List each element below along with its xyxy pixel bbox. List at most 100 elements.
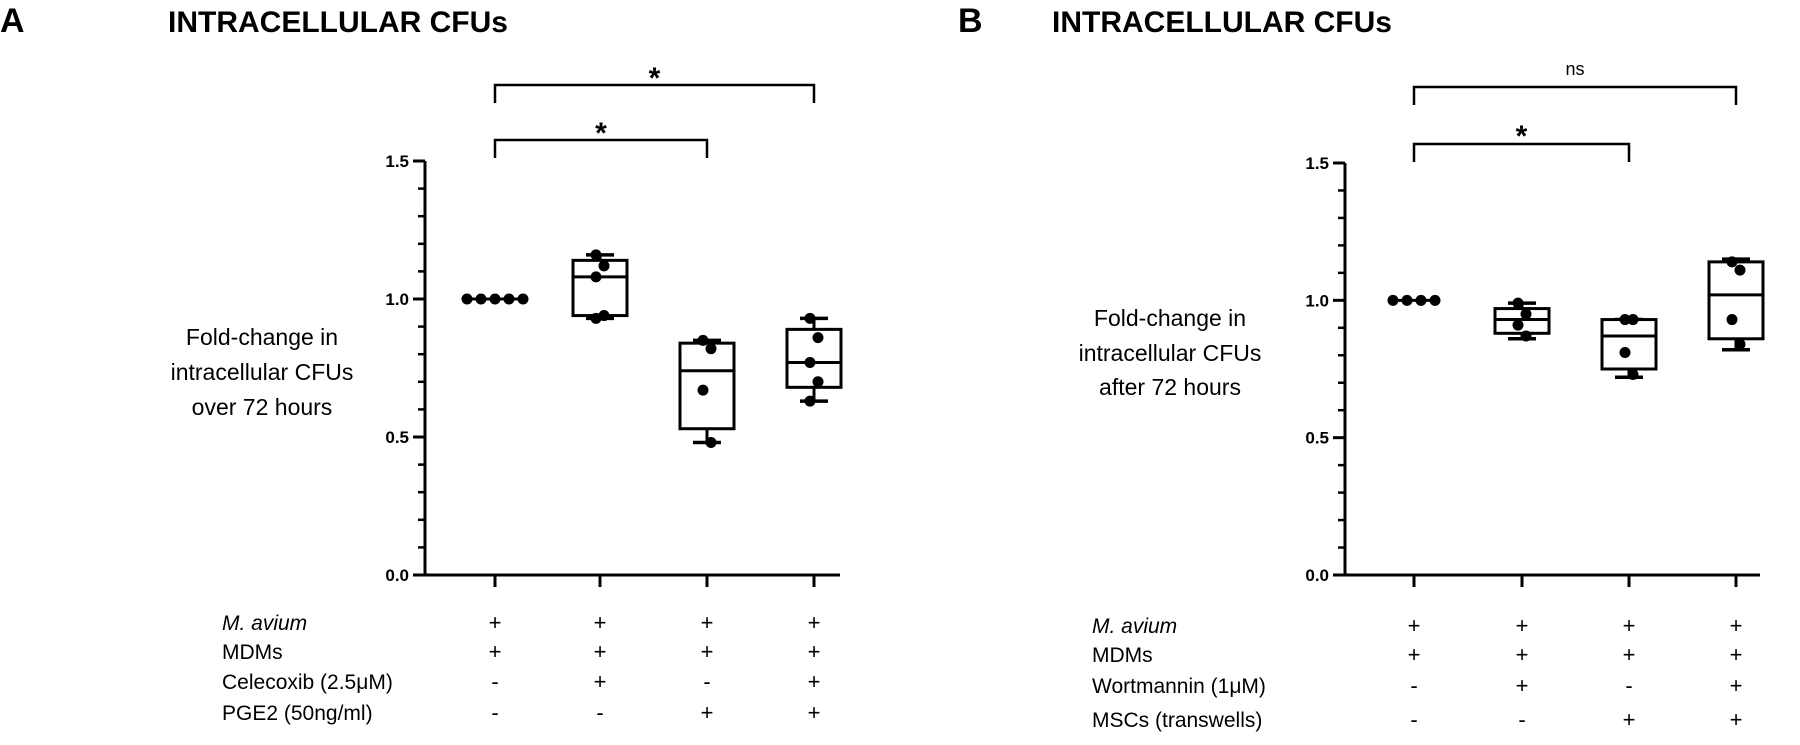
y-tick-label: 0.0 (385, 566, 409, 585)
condition-mark: + (701, 639, 714, 664)
condition-mark: + (489, 610, 502, 635)
data-point (590, 312, 602, 324)
panel-title: INTRACELLULAR CFUs (1052, 6, 1392, 39)
condition-mark: + (1408, 613, 1421, 638)
condition-mark: + (701, 610, 714, 635)
panel-a: A INTRACELLULAR CFUs 0.0 0.5 1.0 1.5Fold-chan… (0, 2, 843, 725)
y-tick-label: 1.0 (385, 290, 409, 309)
y-tick-label: 0.0 (1305, 566, 1329, 585)
data-point (1520, 330, 1532, 342)
condition-mark: - (596, 700, 603, 725)
y-tick-label: 0.5 (1305, 429, 1329, 448)
data-point (1627, 368, 1639, 380)
panel-title: INTRACELLULAR CFUs (168, 6, 508, 39)
data-point (1429, 294, 1441, 306)
data-point (705, 437, 717, 449)
data-point (489, 293, 501, 305)
box-group (785, 312, 843, 407)
significance-bracket: * (493, 62, 816, 103)
significance-bracket: * (1412, 120, 1631, 162)
bracket-line (493, 138, 709, 158)
data-point (812, 332, 824, 344)
data-point (1512, 319, 1524, 331)
data-point (1387, 294, 1399, 306)
condition-mark: + (1516, 673, 1529, 698)
box-group (1387, 294, 1441, 306)
y-tick-label: 0.5 (385, 428, 409, 447)
condition-mark: + (594, 639, 607, 664)
data-point (804, 356, 816, 368)
condition-mark: + (701, 700, 714, 725)
condition-label: Wortmannin (1μM) (1092, 675, 1266, 698)
condition-mark: + (808, 669, 821, 694)
condition-mark: + (1408, 642, 1421, 667)
data-point (804, 395, 816, 407)
significance-bracket: ns (1412, 59, 1738, 105)
condition-mark: + (594, 610, 607, 635)
condition-mark: + (808, 700, 821, 725)
data-point (1512, 297, 1524, 309)
significance-star: * (649, 62, 661, 95)
y-axis-label: intracellular CFUs (1079, 340, 1262, 366)
y-axis-label: after 72 hours (1099, 374, 1241, 400)
y-axis-label: Fold-change in (186, 324, 338, 350)
condition-mark: - (1410, 707, 1417, 732)
box-group (571, 249, 629, 324)
y-tick-label: 1.5 (385, 152, 409, 171)
condition-mark: - (491, 669, 498, 694)
iqr-box (785, 327, 843, 389)
condition-label: PGE2 (50ng/ml) (222, 702, 373, 725)
data-point (1734, 264, 1746, 276)
condition-mark: + (808, 639, 821, 664)
y-axis-label: intracellular CFUs (171, 359, 354, 385)
y-tick-label: 1.0 (1305, 291, 1329, 310)
condition-mark: + (1730, 673, 1743, 698)
data-point (517, 293, 529, 305)
data-point (1520, 308, 1532, 320)
box-group (1493, 297, 1551, 342)
condition-mark: + (1730, 707, 1743, 732)
bracket-line (493, 83, 816, 103)
data-point (1619, 314, 1631, 326)
y-tick-label: 1.5 (1305, 154, 1329, 173)
data-point (697, 334, 709, 346)
box-group (1600, 314, 1658, 380)
condition-mark: + (489, 639, 502, 664)
y-axis-label: Fold-change in (1094, 305, 1246, 331)
panel-letter: B (958, 2, 983, 40)
condition-mark: - (1518, 707, 1525, 732)
condition-mark: + (1516, 613, 1529, 638)
box-group (1707, 256, 1765, 352)
data-point (1734, 338, 1746, 350)
data-point (1726, 314, 1738, 326)
data-point (598, 260, 610, 272)
bracket-line (1412, 85, 1738, 105)
panel-letter: A (0, 2, 25, 40)
condition-mark: + (1623, 642, 1636, 667)
iqr-box (678, 341, 736, 431)
significance-bracket: * (493, 117, 709, 158)
box-group (678, 334, 736, 449)
condition-mark: - (1410, 673, 1417, 698)
data-point (503, 293, 515, 305)
significance-star: * (1516, 120, 1528, 153)
panel-b: B INTRACELLULAR CFUs 0.0 0.5 1.0 1.5Fold-chan… (958, 2, 1765, 732)
condition-label: M. avium (222, 612, 307, 635)
box-group (461, 293, 529, 305)
condition-label: Celecoxib (2.5μM) (222, 671, 393, 694)
condition-label: MSCs (transwells) (1092, 709, 1262, 732)
data-point (705, 343, 717, 355)
data-point (697, 384, 709, 396)
condition-mark: + (1730, 642, 1743, 667)
condition-label: MDMs (222, 641, 283, 664)
condition-mark: + (1623, 613, 1636, 638)
data-point (475, 293, 487, 305)
data-point (1627, 314, 1639, 326)
data-point (1726, 256, 1738, 268)
condition-mark: + (1730, 613, 1743, 638)
condition-mark: - (703, 669, 710, 694)
significance-star: * (595, 117, 607, 150)
data-point (590, 271, 602, 283)
iqr-box (1600, 318, 1658, 371)
